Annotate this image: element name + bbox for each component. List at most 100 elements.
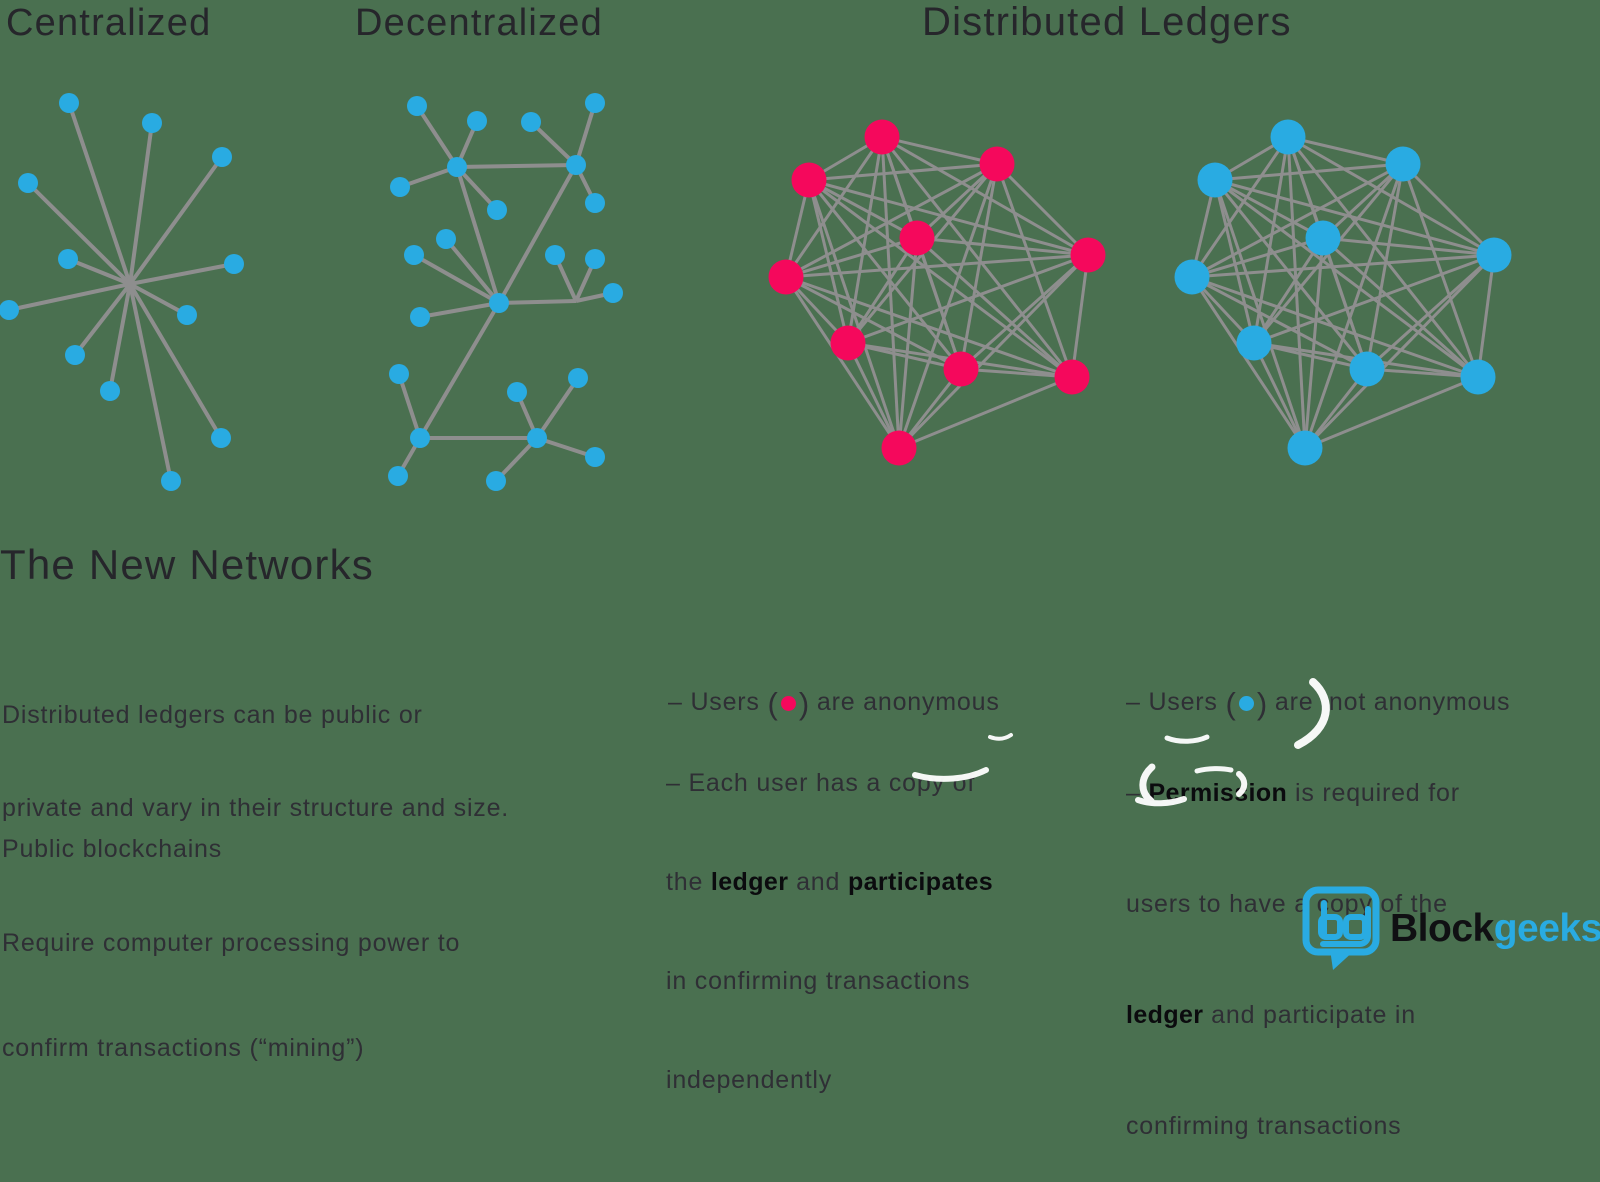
network-node — [521, 112, 541, 132]
bold-ledger: ledger — [710, 868, 789, 896]
network-node — [527, 428, 547, 448]
bold-ledger: ledger — [1126, 1001, 1204, 1029]
bullet-line: ledger and participate in — [1126, 997, 1460, 1034]
network-node — [487, 200, 507, 220]
network-node — [568, 368, 588, 388]
network-node — [1054, 359, 1090, 395]
network-node — [545, 245, 565, 265]
network-node — [1349, 351, 1385, 387]
left-paragraph-public-blockchains: Public blockchains — [2, 777, 222, 893]
network-node — [603, 283, 623, 303]
bold-permission: Permission — [1148, 779, 1288, 807]
network-node — [467, 111, 487, 131]
network-node — [1070, 237, 1106, 273]
speech-bubble-tail — [1330, 949, 1356, 970]
network-node — [161, 471, 181, 491]
network-node — [585, 447, 605, 467]
network-node — [791, 162, 827, 198]
central-hub-point — [125, 279, 135, 289]
bullet-text: and — [788, 868, 848, 896]
network-node — [58, 249, 78, 269]
paren-open: ( — [767, 686, 778, 721]
bg-glasses-glyph — [1318, 900, 1371, 947]
network-node — [830, 325, 866, 361]
network-node — [211, 428, 231, 448]
network-node — [979, 146, 1015, 182]
network-node — [566, 155, 586, 175]
centralized-title: Centralized — [6, 2, 212, 44]
paragraph-line: confirm transactions (“mining”) — [2, 1034, 365, 1062]
bullet-line: independently — [666, 1066, 833, 1094]
network-node — [1174, 259, 1210, 295]
network-node — [447, 157, 467, 177]
blockgeeks-speech-bubble-icon — [1302, 886, 1380, 970]
network-node — [1287, 430, 1323, 466]
network-node — [389, 364, 409, 384]
network-node — [585, 249, 605, 269]
bullet-text: and participate in — [1203, 1001, 1416, 1029]
paragraph-line: private and vary in their structure and … — [2, 794, 510, 822]
network-node — [1476, 237, 1512, 273]
paren-close: ) — [1256, 686, 1268, 721]
bullet-line: – Each user has a copy of — [666, 769, 976, 797]
network-node — [18, 173, 38, 193]
network-node — [585, 93, 605, 113]
logo-block: Block — [1390, 907, 1494, 950]
network-node — [1385, 146, 1421, 182]
network-node — [177, 305, 197, 325]
left-paragraph-public-private: Distributed ledgers can be public or pri… — [2, 638, 509, 855]
network-node — [1305, 220, 1341, 256]
network-node — [436, 229, 456, 249]
network-node — [65, 345, 85, 365]
bullet-line: in confirming transactions — [666, 967, 971, 995]
network-node — [212, 147, 232, 167]
network-node — [410, 307, 430, 327]
bullet-text: are anonymous — [809, 688, 1000, 716]
network-node — [410, 428, 430, 448]
new-networks-title: The New Networks — [0, 541, 374, 588]
centralized-network — [0, 93, 244, 491]
bullet-line: – Permission is required for — [1126, 775, 1460, 812]
bold-participates: participates — [847, 868, 994, 896]
decentralized-network — [388, 93, 623, 491]
paragraph-line: Public blockchains — [2, 835, 223, 863]
network-node — [768, 259, 804, 295]
network-node — [489, 293, 509, 313]
distributed-network-pink — [768, 119, 1106, 466]
logo-geeks: geeks — [1493, 907, 1600, 950]
network-node — [390, 177, 410, 197]
network-node — [224, 254, 244, 274]
bullet-line: the ledger and participates — [666, 866, 993, 899]
blue-user-dot-icon — [1238, 696, 1254, 711]
left-paragraph-mining: Require computer processing power to con… — [2, 856, 460, 1101]
bullet-each-user-copy: – Each user has a copy of the ledger and… — [666, 701, 993, 1130]
paren-close: ) — [798, 686, 810, 721]
network-node — [507, 382, 527, 402]
bullet-line: confirming transactions — [1126, 1112, 1402, 1140]
network-node — [0, 300, 19, 320]
network-node — [1197, 162, 1233, 198]
network-node — [1236, 325, 1272, 361]
paragraph-line: Distributed ledgers can be public or — [2, 701, 423, 729]
network-node — [388, 466, 408, 486]
network-node — [585, 193, 605, 213]
network-node — [899, 220, 935, 256]
network-node — [59, 93, 79, 113]
network-node — [486, 471, 506, 491]
distributed-network-blue — [1174, 119, 1512, 466]
network-node — [407, 96, 427, 116]
network-node — [1270, 119, 1306, 155]
bullet-text: the — [666, 868, 711, 896]
bullet-text: – Users — [1126, 688, 1226, 716]
network-node — [100, 381, 120, 401]
network-node — [404, 245, 424, 265]
bullet-text: is required for — [1287, 779, 1460, 807]
network-node — [881, 430, 917, 466]
bullet-line: – Users () are anonymous — [668, 686, 1000, 722]
blockgeeks-logo: Blockgeeks — [1302, 886, 1600, 972]
paren-open: ( — [1225, 686, 1236, 721]
blockgeeks-wordmark: Blockgeeks — [1390, 907, 1600, 951]
pink-user-dot-icon — [780, 696, 796, 711]
paragraph-line: Require computer processing power to — [2, 929, 461, 957]
bullet-text: – — [1126, 779, 1149, 807]
